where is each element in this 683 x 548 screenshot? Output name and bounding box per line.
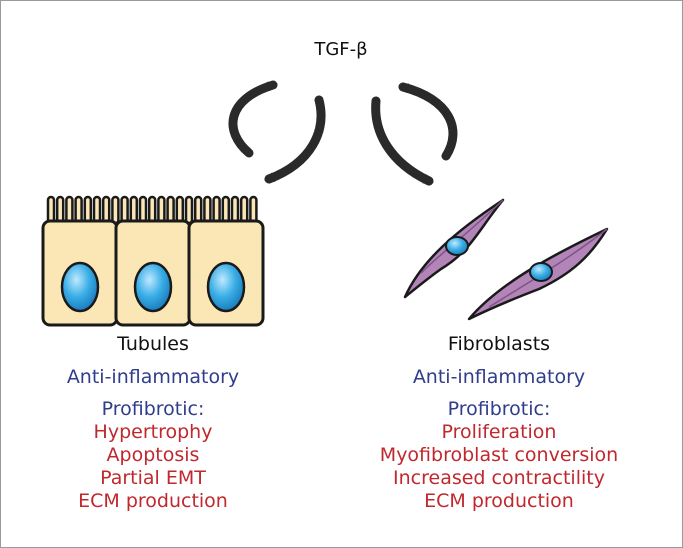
microvillus <box>239 195 249 225</box>
microvillus <box>111 195 120 225</box>
tubules-anti-label: Anti-inflammatory <box>66 366 240 388</box>
right-cycle-arrows <box>371 82 458 186</box>
microvillus <box>166 195 175 225</box>
microvillus <box>221 195 231 225</box>
microvillus <box>203 195 212 225</box>
fibroblasts-heading: Fibroblasts <box>447 333 551 355</box>
microvillus <box>120 195 129 225</box>
microvillus <box>55 195 65 225</box>
tubules-pro-label: Profibrotic: <box>101 398 205 420</box>
microvillus <box>157 195 166 225</box>
right-arrow-down-icon <box>371 96 434 186</box>
fibroblasts-pro-label: Profibrotic: <box>447 398 551 420</box>
microvillus <box>138 195 148 225</box>
tubule-cells <box>41 195 265 327</box>
left-arrow-up-icon <box>228 80 278 158</box>
tubules-effect-3: Partial EMT <box>100 467 206 489</box>
fibroblast-nucleus-1 <box>445 236 469 256</box>
microvillus <box>46 195 56 225</box>
microvillus <box>193 195 203 225</box>
microvillus <box>74 195 83 225</box>
left-cycle-arrows <box>228 80 326 184</box>
tubules-effect-1: Hypertrophy <box>93 421 213 443</box>
microvillus <box>175 195 185 225</box>
microvillus <box>212 195 221 225</box>
fibroblasts-anti-label: Anti-inflammatory <box>412 366 586 388</box>
microvillus <box>65 195 74 225</box>
fibroblasts-effect-3: Increased contractility <box>393 467 605 489</box>
microvillus <box>147 195 157 225</box>
microvillus <box>230 195 240 225</box>
fibroblasts-effect-2: Myofibroblast conversion <box>379 444 619 466</box>
fibroblast-cells <box>403 198 609 321</box>
diagram-title: TGF-β <box>314 39 368 60</box>
fibroblasts-effect-1: Proliferation <box>441 421 557 443</box>
tubules-effect-2: Apoptosis <box>106 444 200 466</box>
tubule-nucleus-3 <box>206 261 246 313</box>
tubules-heading: Tubules <box>117 333 189 355</box>
microvillus <box>101 195 111 225</box>
microvillus <box>83 195 93 225</box>
left-arrow-down-icon <box>264 95 326 184</box>
microvillus <box>249 195 258 225</box>
tubules-effect-4: ECM production <box>78 490 228 512</box>
right-arrow-up-icon <box>398 82 458 161</box>
microvillus <box>184 195 194 225</box>
microvillus <box>92 195 102 225</box>
fibroblasts-effect-4: ECM production <box>424 490 574 512</box>
microvillus <box>129 195 139 225</box>
tubule-nucleus-1 <box>60 261 100 313</box>
tubule-nucleus-2 <box>133 261 173 313</box>
fibroblast-nucleus-2 <box>529 262 553 282</box>
